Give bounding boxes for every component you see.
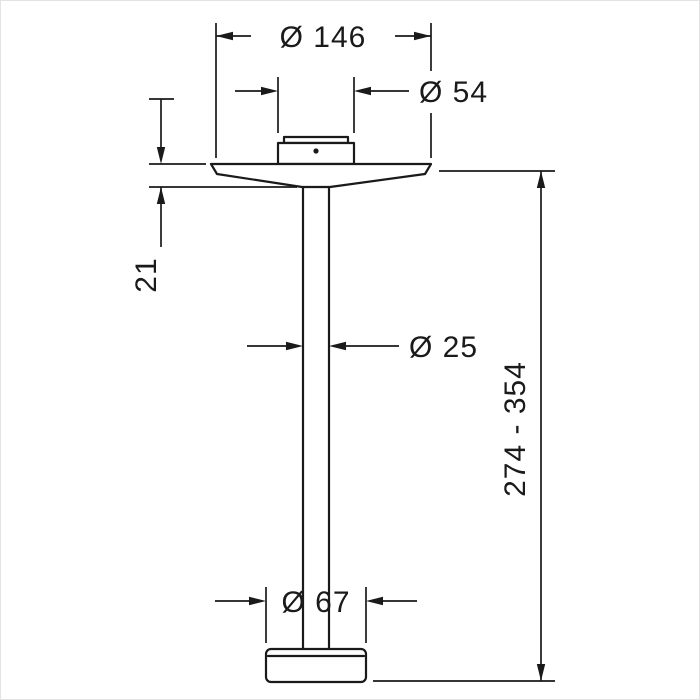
dim-bottom-diameter-label: Ø 67 [281,586,350,619]
bottom-flange [264,647,368,684]
arrowhead-left-pointing [366,596,383,606]
dim-top-diameter-label: Ø 146 [280,21,367,54]
dim-length-range-label: 274 - 354 [499,361,532,497]
arrowhead-up [536,171,546,188]
arrowhead-down [536,664,546,681]
dim-cap-diameter: Ø 54 [235,76,488,133]
ceiling-connector-object [209,135,433,684]
arrowhead-left-pointing [329,341,346,351]
dim-pipe-diameter: Ø 25 [247,331,478,364]
arrowhead-right [414,31,431,41]
arrowhead-right-pointing [249,596,266,606]
arrowhead-right-pointing [261,86,278,96]
cap-screw-dot [313,148,319,154]
dim-cap-diameter-label: Ø 54 [419,76,488,109]
dim-plate-height-label: 21 [130,257,163,292]
dim-bottom-diameter: Ø 67 [215,586,417,643]
dim-plate-height: 21 [130,98,297,293]
arrowhead-left [216,31,233,41]
ceiling-plate [209,162,433,189]
dim-pipe-diameter-label: Ø 25 [409,331,478,364]
dim-length-range: 274 - 354 [373,170,555,682]
arrowhead-down [156,147,166,164]
arrowhead-left-pointing [354,86,371,96]
dim-top-diameter: Ø 146 [215,21,432,158]
arrowhead-right-pointing [286,341,303,351]
